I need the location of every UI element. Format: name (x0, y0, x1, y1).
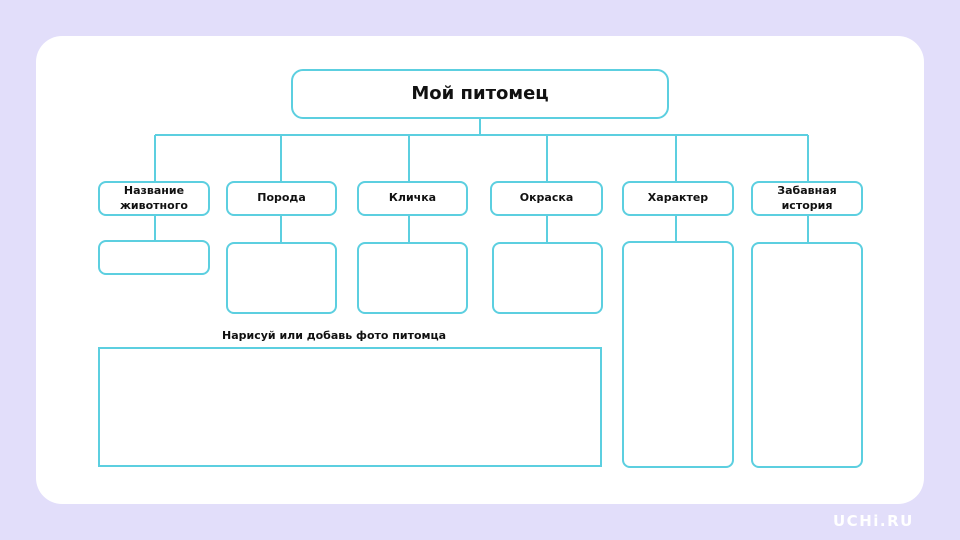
brand-logo: UCHi.RU (833, 512, 914, 530)
category-box-funny-story: Забавная история (751, 181, 863, 216)
diagram-title: Мой питомец (411, 83, 549, 105)
category-label: Кличка (388, 191, 437, 205)
category-box-coloring: Окраска (490, 181, 603, 216)
category-box-nickname: Кличка (357, 181, 468, 216)
answer-box-nickname[interactable] (357, 242, 468, 314)
category-label: Порода (257, 191, 306, 205)
category-box-breed: Порода (226, 181, 337, 216)
photo-prompt: Нарисуй или добавь фото питомца (222, 329, 447, 342)
photo-area[interactable] (98, 347, 602, 467)
category-label: Забавная история (777, 184, 837, 212)
answer-box-breed[interactable] (226, 242, 337, 314)
answer-box-funny-story[interactable] (751, 242, 863, 468)
category-label: Окраска (519, 191, 574, 205)
category-box-character: Характер (622, 181, 734, 216)
answer-box-coloring[interactable] (492, 242, 603, 314)
answer-box-animal-name[interactable] (98, 240, 210, 275)
answer-box-character[interactable] (622, 241, 734, 468)
title-box: Мой питомец (291, 69, 669, 119)
category-box-animal-name: Название животного (98, 181, 210, 216)
category-label: Название животного (119, 184, 188, 212)
category-label: Характер (647, 191, 709, 205)
